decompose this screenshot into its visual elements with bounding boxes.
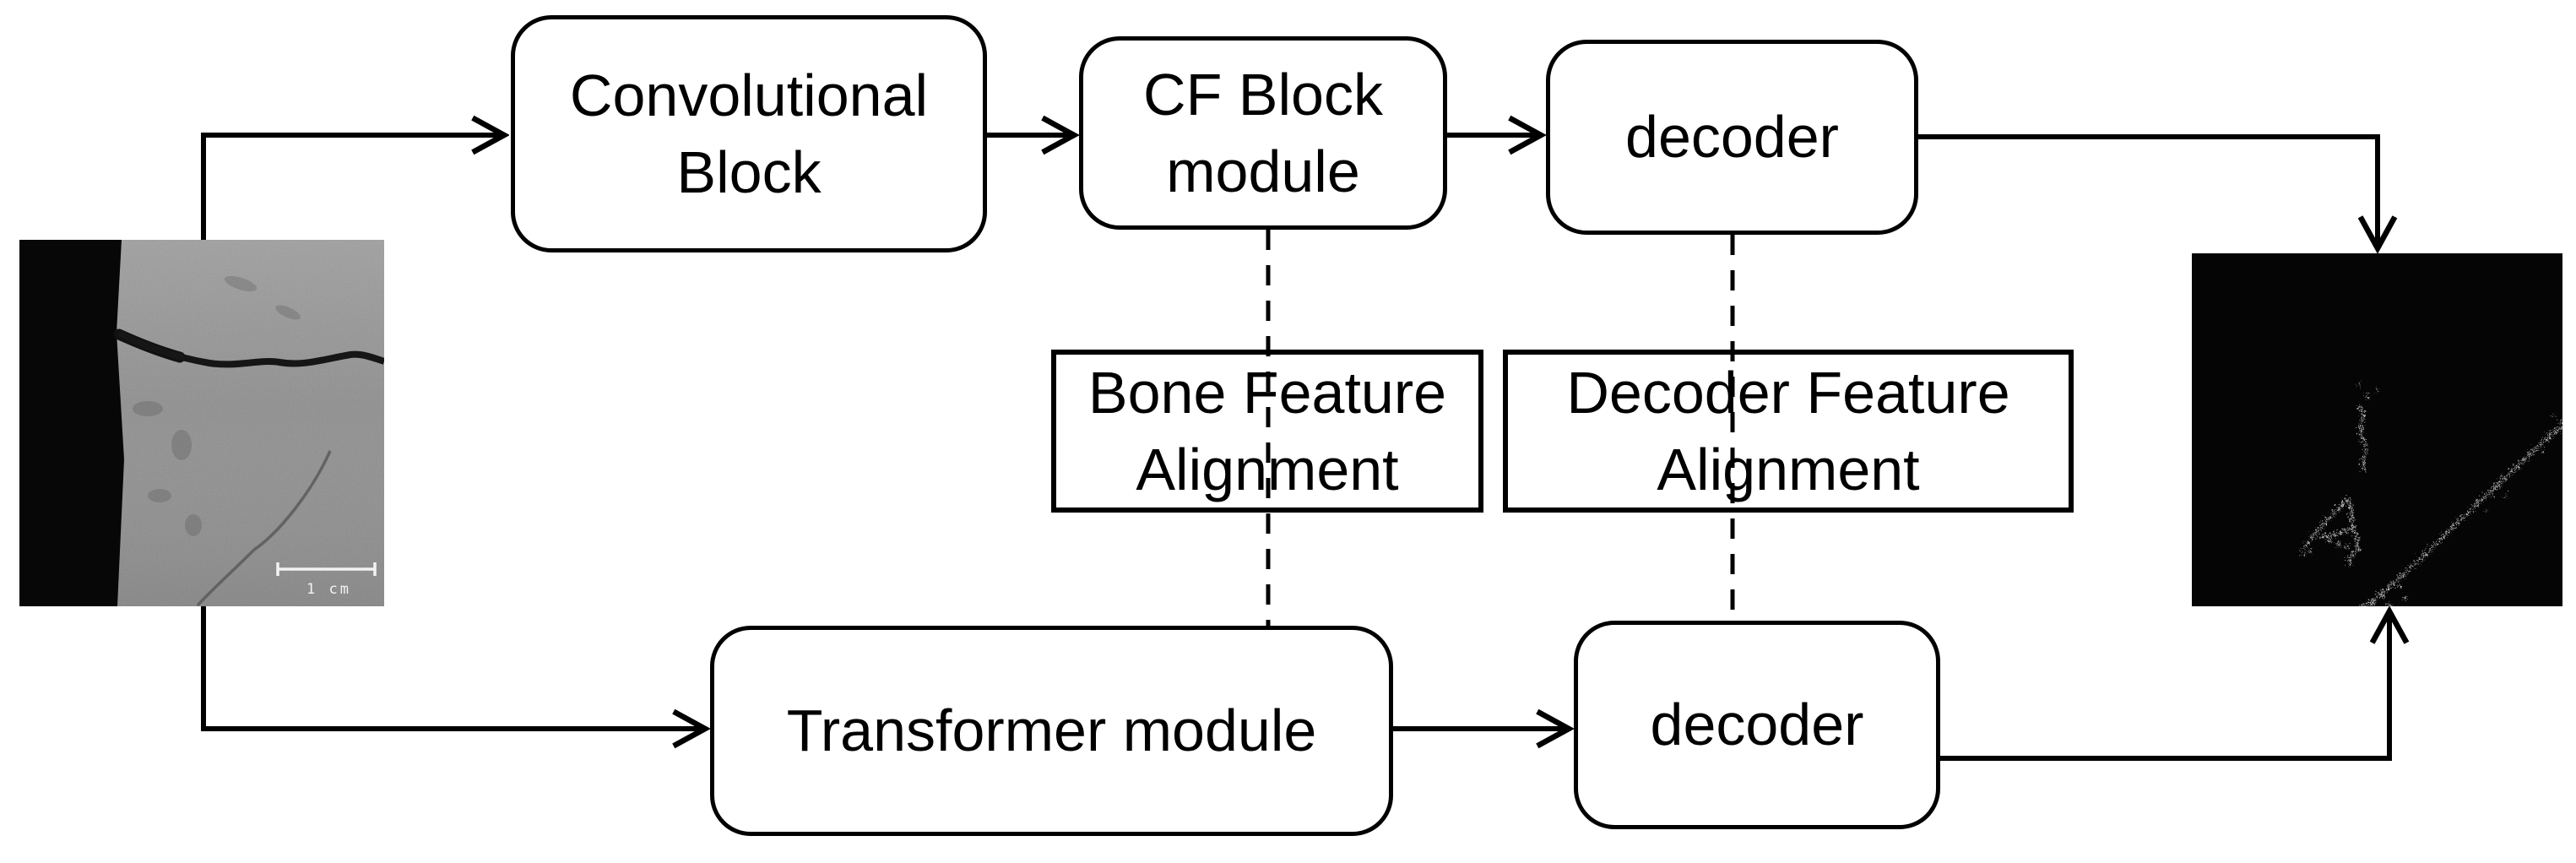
arrow-input-to-conv-block [201, 135, 502, 240]
node-decoder-bottom: decoder [1574, 621, 1940, 829]
node-label-decoder-bottom: decoder [1650, 692, 1864, 757]
node-label-transformer-module: Transformer module [786, 697, 1317, 763]
arrow-decoder-bottom-to-output [1940, 614, 2389, 761]
node-cf-block-module: CF Block module [1079, 36, 1447, 230]
input-scan-image: 1 cm [19, 240, 384, 606]
scan-smudges [133, 275, 301, 536]
mask-background [2192, 253, 2562, 606]
arrow-decoder-top-to-output [1918, 134, 2378, 246]
output-segmentation-image [2192, 253, 2562, 606]
scale-bar-label: 1 cm [306, 581, 351, 598]
node-transformer-module: Transformer module [710, 626, 1393, 836]
node-label-convolutional-block: Convolutional Block [569, 62, 929, 205]
secondary-crack [196, 450, 332, 606]
node-label-decoder-top: decoder [1625, 104, 1839, 170]
node-bone-feature-alignment: Bone Feature Alignment [1051, 350, 1483, 513]
predicted-crack-traces [2297, 381, 2560, 606]
scan-black-stripe [19, 240, 124, 606]
scale-bar [276, 562, 377, 576]
node-label-decoder-feature-alignment: Decoder Feature Alignment [1566, 359, 2010, 502]
node-decoder-top: decoder [1546, 40, 1918, 235]
main-crack [117, 329, 384, 368]
node-label-bone-feature-alignment: Bone Feature Alignment [1087, 359, 1447, 502]
input-scan-graphic: 1 cm [19, 240, 384, 606]
node-decoder-feature-alignment: Decoder Feature Alignment [1503, 350, 2074, 513]
output-segmentation-graphic [2192, 253, 2562, 606]
arrow-input-to-transformer [201, 606, 702, 729]
node-convolutional-block: Convolutional Block [511, 15, 987, 252]
node-label-cf-block-module: CF Block module [1143, 61, 1383, 204]
